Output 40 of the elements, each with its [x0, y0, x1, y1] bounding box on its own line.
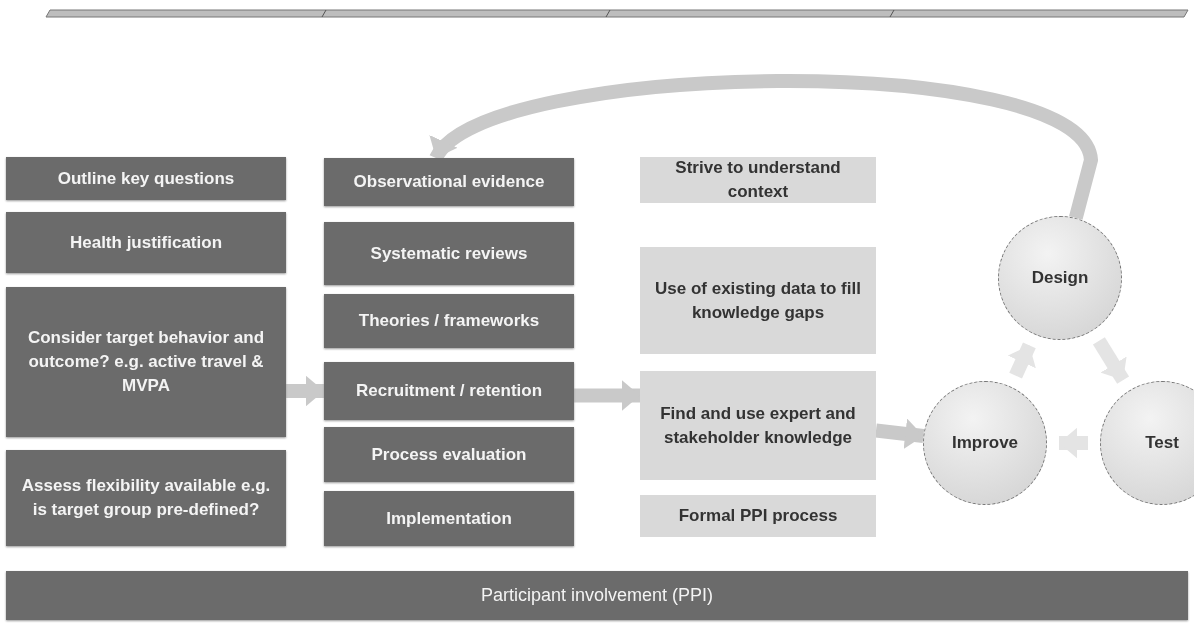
arrow [875, 418, 925, 450]
step-box [6, 212, 286, 273]
box-label: Systematic reviews [370, 242, 528, 265]
box-label: Process evaluation [371, 443, 527, 466]
method-box [640, 157, 876, 203]
step-box [324, 158, 574, 206]
box-label: Find and use expert and stakeholder knowledge [659, 402, 857, 449]
box-label: Observational evidence [353, 171, 545, 194]
box-label: Theories / frameworks [358, 310, 540, 333]
method-box [640, 371, 876, 480]
box-label: Design [1031, 267, 1089, 290]
involvement-bar [6, 571, 1188, 620]
method-box [640, 247, 876, 354]
arrow [574, 380, 640, 411]
step-box [6, 157, 286, 200]
step-box [324, 294, 574, 348]
step-box [324, 427, 574, 482]
method-box [640, 495, 876, 537]
arrow [1007, 342, 1036, 379]
arrow [431, 74, 1098, 220]
step-box [324, 491, 574, 546]
box-label: Formal PPI process [678, 505, 838, 528]
arrow [1092, 337, 1130, 384]
box-label: Strive to understand context [674, 157, 842, 203]
arrow [1059, 427, 1088, 459]
box-label: Participant involvement (PPI) [480, 583, 714, 607]
step-box [6, 450, 286, 546]
box-label: Outline key questions [57, 167, 235, 190]
box-label: Test [1145, 432, 1179, 455]
step-box [324, 362, 574, 420]
step-box [6, 287, 286, 437]
box-label: Improve [951, 432, 1019, 455]
arrow [286, 375, 324, 407]
box-label: Assess flexibility available e.g. is target group pre-defined? [20, 475, 272, 521]
box-label: Recruitment / retention [355, 380, 543, 403]
box-label: Health justification [69, 231, 223, 254]
box-label: Use of existing data to fill knowledge gaps [654, 277, 862, 324]
box-label: Consider target behavior and outcome? e.g. active travel & MVPA [26, 327, 266, 397]
box-label: Implementation [386, 507, 512, 530]
step-box [324, 222, 574, 285]
